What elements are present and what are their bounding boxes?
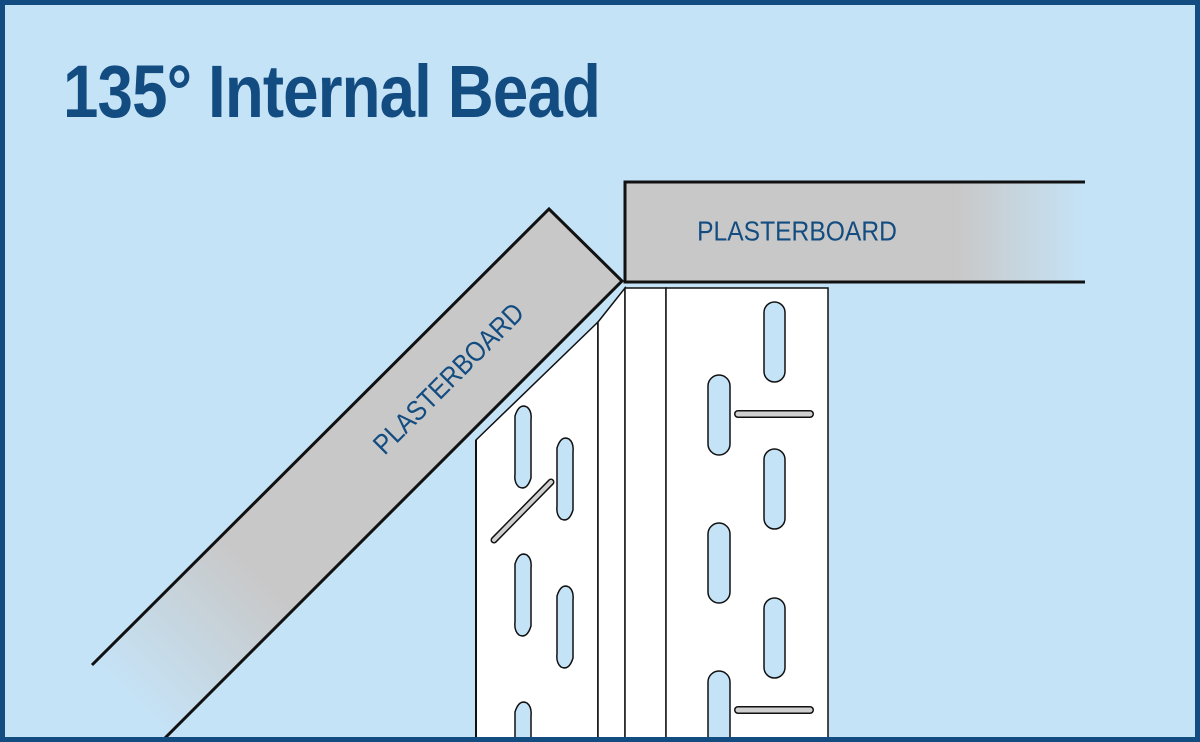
bead-vertical-flange: [665, 287, 829, 737]
slot-hole: [707, 670, 731, 737]
plasterboard-flat: PLASTERBOARD: [623, 180, 1085, 284]
diagram-title: 135° Internal Bead: [63, 50, 601, 133]
slot-hole: [707, 522, 731, 604]
slot-hole: [556, 585, 574, 669]
angled-flange-slits: [490, 478, 555, 544]
slot-hole: [763, 301, 786, 383]
vertical-flange-slits: [734, 410, 814, 714]
slot-hole: [514, 405, 532, 489]
bead-nose: [597, 285, 667, 737]
vertical-flange-slots: [707, 301, 786, 737]
plasterboard-flat-label: PLASTERBOARD: [697, 215, 897, 247]
slot-hole: [514, 701, 532, 737]
slot-hole: [763, 448, 786, 530]
slot-hole: [763, 597, 786, 679]
slot-hole: [707, 374, 731, 456]
angled-flange-slots: [514, 405, 574, 737]
slot-hole: [556, 437, 574, 521]
slot-hole: [514, 553, 532, 637]
